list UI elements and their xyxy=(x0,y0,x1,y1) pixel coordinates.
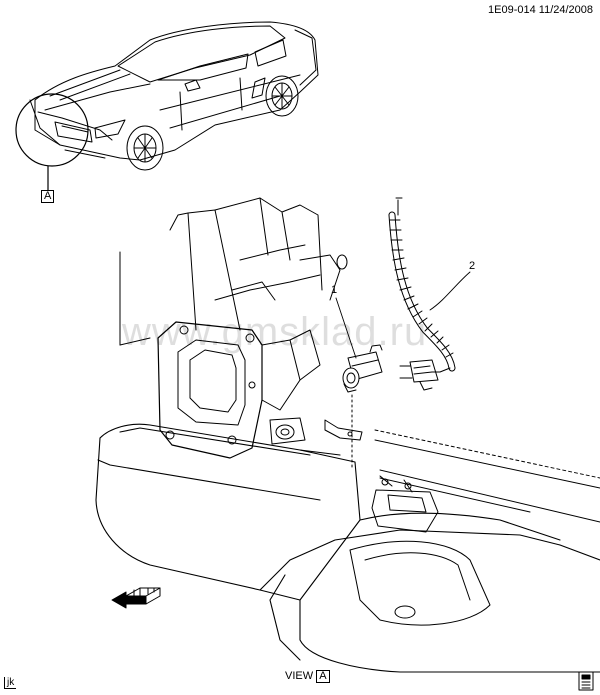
jk-mark: jk xyxy=(4,677,17,689)
body-structure xyxy=(119,197,600,626)
ambient-sensor xyxy=(342,344,383,393)
header-ref-date: 1E09-014 11/24/2008 xyxy=(488,4,593,16)
view-text: VIEW xyxy=(285,670,314,682)
view-label: VIEW A xyxy=(285,670,330,683)
diagram-date: 11/24/2008 xyxy=(538,4,594,16)
binder-icon xyxy=(578,671,594,691)
diagram-ref: 1E09-014 xyxy=(488,4,536,16)
detail-label-a: A xyxy=(41,190,55,203)
leader-line-2 xyxy=(429,271,471,311)
wiring-harness xyxy=(388,197,456,391)
watermark: www.gmsklad.ru xyxy=(122,310,428,354)
leader-line-1 xyxy=(335,297,357,359)
leader-lines xyxy=(335,271,471,359)
car-illustration xyxy=(15,21,319,191)
view-letter: A xyxy=(316,670,330,683)
callout-2: 2 xyxy=(469,260,476,272)
callout-1: 1 xyxy=(331,284,338,296)
bumper-fascia xyxy=(95,423,600,673)
vehicle-front-arrow-icon xyxy=(111,587,161,609)
